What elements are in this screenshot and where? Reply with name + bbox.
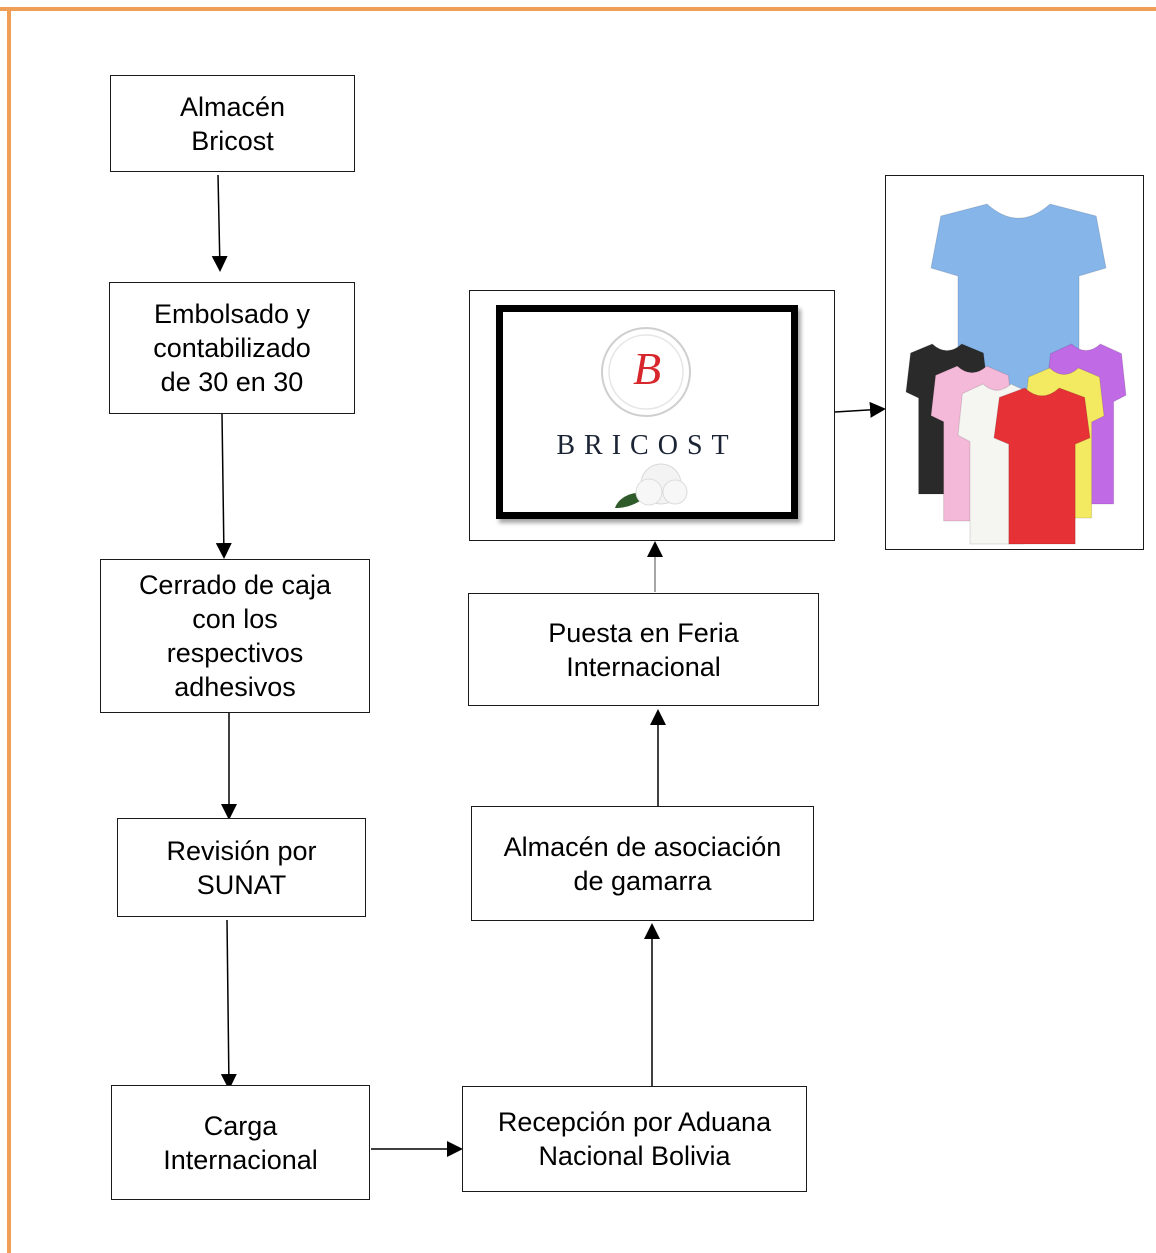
node-almacen-bricost-label: Almacén Bricost xyxy=(179,91,286,156)
node-cerrado-caja-label: Cerrado de caja con los respectivos adhe… xyxy=(138,570,332,702)
bricost-logo-image: B BRICOST xyxy=(469,290,835,541)
node-feria-internacional-label: Puesta en Feria Internacional xyxy=(548,617,739,682)
logo-brand-name: BRICOST xyxy=(556,430,738,461)
arrow-almacen-to-embolsado xyxy=(211,174,228,272)
node-revision-sunat-label: Revisión por SUNAT xyxy=(166,835,317,900)
page-border-left xyxy=(7,7,11,1253)
cotton-boll-right xyxy=(662,479,688,505)
node-recepcion-aduana-label: Recepción por Aduana Nacional Bolivia xyxy=(497,1107,772,1171)
tshirts-image xyxy=(885,175,1144,550)
logo-picture-frame: B BRICOST xyxy=(496,305,798,519)
node-carga-internacional-label: Carga Internacional xyxy=(163,1110,318,1175)
page-border-top xyxy=(0,7,1156,11)
arrow-embolsado-to-cerrado xyxy=(215,413,232,559)
logo-badge-circle xyxy=(601,327,691,417)
arrow-revision-to-carga xyxy=(220,919,237,1090)
node-feria-internacional: Puesta en Feria Internacional xyxy=(468,593,819,706)
node-almacen-gamarra: Almacén de asociación de gamarra xyxy=(471,806,814,921)
tshirt-red xyxy=(993,387,1091,545)
node-embolsado-label: Embolsado y contabilizado de 30 en 30 xyxy=(153,299,311,397)
node-revision-sunat: Revisión por SUNAT xyxy=(117,818,366,917)
arrow-logo-to-shirts xyxy=(834,401,886,418)
tshirts-artwork xyxy=(905,203,1127,545)
node-recepcion-aduana: Recepción por Aduana Nacional Bolivia xyxy=(462,1086,807,1192)
node-cerrado-caja: Cerrado de caja con los respectivos adhe… xyxy=(100,559,370,713)
node-almacen-gamarra-label: Almacén de asociación de gamarra xyxy=(503,831,782,896)
node-embolsado: Embolsado y contabilizado de 30 en 30 xyxy=(109,282,355,414)
node-carga-internacional: Carga Internacional xyxy=(111,1085,370,1200)
node-almacen-bricost: Almacén Bricost xyxy=(110,75,355,172)
cotton-boll-left xyxy=(635,478,663,506)
logo-artwork xyxy=(601,327,691,508)
logo-monogram: B xyxy=(632,343,662,394)
logo-badge-ring xyxy=(608,334,684,410)
